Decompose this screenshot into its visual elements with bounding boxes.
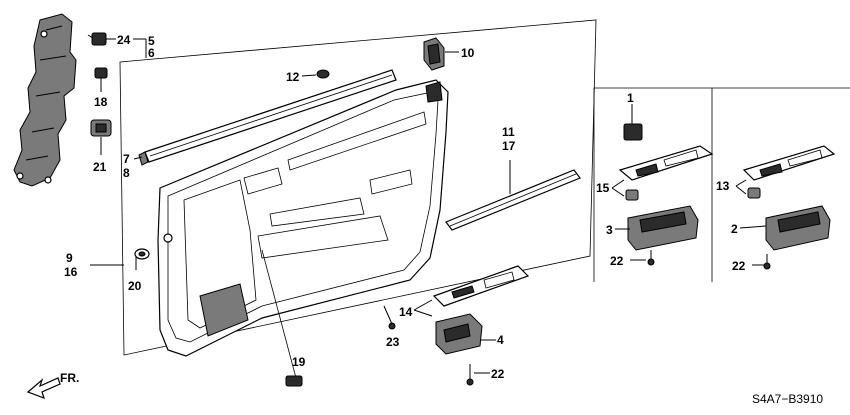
callout-18: 18 — [94, 95, 108, 109]
garnish-11-17 — [445, 169, 581, 231]
callout-16: 16 — [64, 265, 78, 279]
callout-13: 13 — [716, 179, 730, 193]
callout-12: 12 — [286, 70, 300, 84]
callout-5: 5 — [148, 34, 155, 48]
screw-22-group-a — [647, 250, 655, 266]
screw-22-middle — [466, 364, 474, 386]
switch-4 — [435, 313, 483, 355]
switch-panel-14 — [432, 265, 530, 307]
weatherstrip-7-8 — [138, 69, 397, 166]
switch-2 — [765, 205, 831, 251]
screw-18 — [94, 67, 108, 92]
callout-19: 19 — [292, 355, 306, 369]
switch-panel-15 — [618, 145, 714, 201]
clip-20 — [134, 248, 150, 270]
switch-frame-right — [711, 87, 850, 282]
door-bracket — [13, 13, 77, 187]
front-arrow-icon — [26, 377, 61, 400]
clip-21 — [90, 119, 112, 137]
callout-22-group-a: 22 — [610, 254, 624, 268]
switch-panel-13 — [742, 145, 836, 199]
callout-1: 1 — [627, 91, 634, 105]
clip-12 — [316, 69, 330, 79]
screw-23 — [383, 305, 396, 330]
callout-3: 3 — [606, 223, 613, 237]
fastener-19 — [261, 249, 303, 387]
callout-9: 9 — [66, 251, 73, 265]
callout-21: 21 — [93, 160, 107, 174]
front-marker: FR. — [60, 371, 79, 385]
callout-15: 15 — [596, 181, 610, 195]
callout-17: 17 — [502, 139, 516, 153]
door-trim-panel — [157, 79, 449, 357]
callout-14: 14 — [399, 305, 413, 319]
callout-4: 4 — [497, 333, 504, 347]
callout-11: 11 — [502, 125, 515, 139]
switch-frame-left — [593, 87, 712, 282]
callout-22-middle: 22 — [491, 367, 505, 381]
callout-6: 6 — [148, 46, 155, 60]
callout-20: 20 — [128, 279, 142, 293]
handle-10 — [423, 37, 445, 71]
callout-22-group-b: 22 — [732, 259, 746, 273]
switch-cap-1 — [623, 123, 643, 141]
callout-8: 8 — [123, 166, 130, 180]
diagram-code: S4A7−B3910 — [752, 392, 823, 406]
bolt-24 — [87, 32, 107, 46]
callout-2: 2 — [731, 222, 738, 236]
screw-22-group-b — [763, 254, 771, 270]
switch-3 — [627, 205, 699, 251]
callout-24: 24 — [117, 33, 131, 47]
callout-23: 23 — [386, 335, 400, 349]
door-panel-frame — [119, 19, 597, 356]
callout-7: 7 — [123, 152, 130, 166]
callout-10: 10 — [461, 46, 475, 60]
